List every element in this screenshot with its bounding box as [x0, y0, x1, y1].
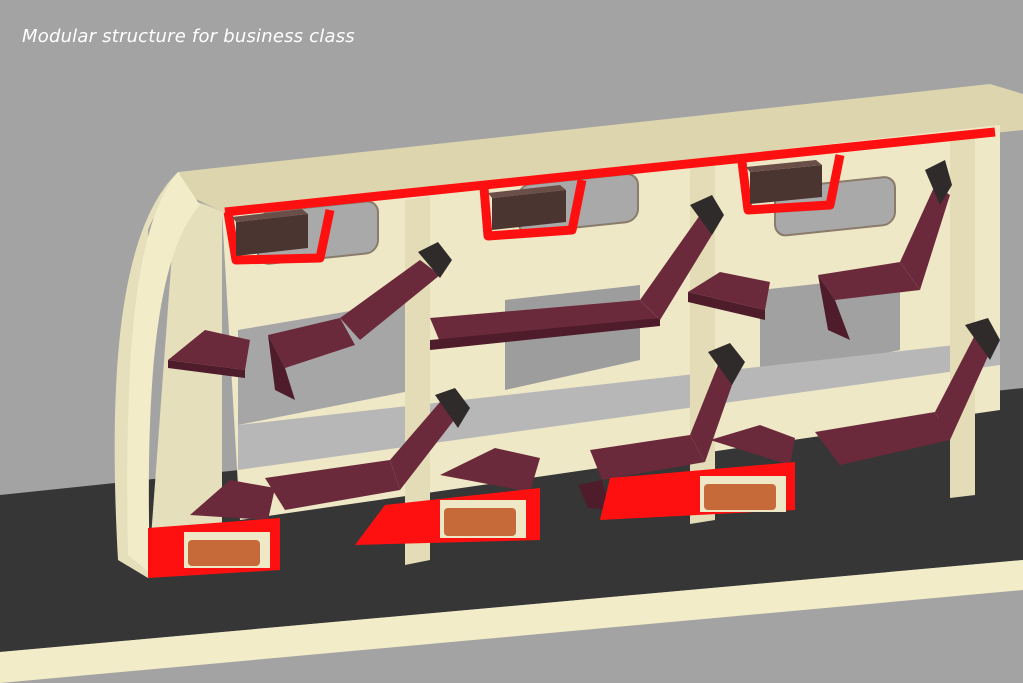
lower-seat-1: [190, 388, 470, 520]
lower-seat-3: [578, 343, 745, 510]
upper-seats: [168, 160, 952, 400]
overhead-bag-1: [232, 209, 308, 256]
storage-base-3: [600, 462, 795, 520]
overhead-bag-3: [746, 160, 822, 204]
overhead-bag-2: [488, 185, 566, 230]
overhead-red-trim: [223, 127, 996, 265]
diagram-caption: Modular structure for business class: [22, 26, 355, 47]
lower-seat-4: [710, 425, 795, 465]
storage-base-1: [148, 518, 280, 578]
overhead-luggage: [232, 160, 822, 256]
upper-seat-2: [430, 195, 724, 350]
upper-seat-3: [688, 272, 770, 320]
storage-base-2: [355, 488, 540, 545]
lower-seats: [190, 318, 1000, 520]
lower-storage: [148, 462, 795, 578]
upper-seat-1: [168, 242, 452, 400]
upper-seat-4: [818, 160, 952, 340]
lower-seat-5: [815, 318, 1000, 465]
lower-seat-2: [440, 448, 540, 492]
